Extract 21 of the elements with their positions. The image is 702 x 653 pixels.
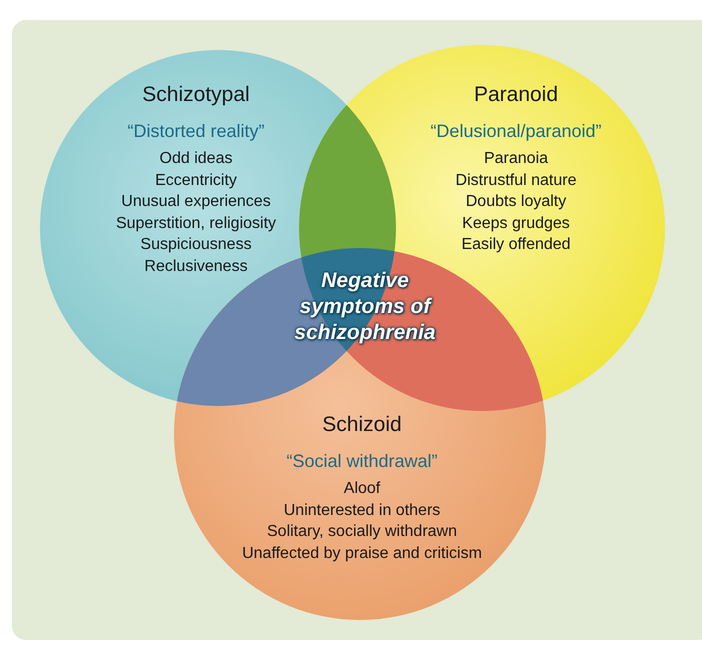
circle-subtitle: “Distorted reality” [127, 121, 265, 142]
trait-item: Easily offended [461, 235, 571, 255]
circle-heading: Schizoid [322, 413, 402, 437]
trait-item: Suspiciousness [140, 235, 252, 255]
circle-subtitle: “Delusional/paranoid” [430, 121, 602, 142]
trait-item: Odd ideas [160, 149, 232, 169]
trait-item: Doubts loyalty [466, 192, 566, 212]
trait-item: Aloof [344, 479, 380, 499]
trait-item: Distrustful nature [456, 170, 576, 190]
circle-subtitle: “Social withdrawal” [286, 451, 438, 472]
trait-item: Reclusiveness [144, 256, 248, 276]
trait-item: Eccentricity [155, 170, 237, 190]
trait-item: Paranoia [484, 149, 548, 169]
trait-item: Keeps grudges [462, 214, 570, 234]
trait-item: Solitary, socially withdrawn [267, 522, 457, 542]
circle-heading: Schizotypal [142, 83, 250, 107]
trait-item: Uninterested in others [284, 500, 440, 520]
trait-item: Unaffected by praise and criticism [242, 544, 482, 564]
circle-heading: Paranoid [474, 83, 558, 107]
trait-item: Superstition, religiosity [116, 214, 276, 234]
trait-item: Unusual experiences [121, 192, 271, 212]
